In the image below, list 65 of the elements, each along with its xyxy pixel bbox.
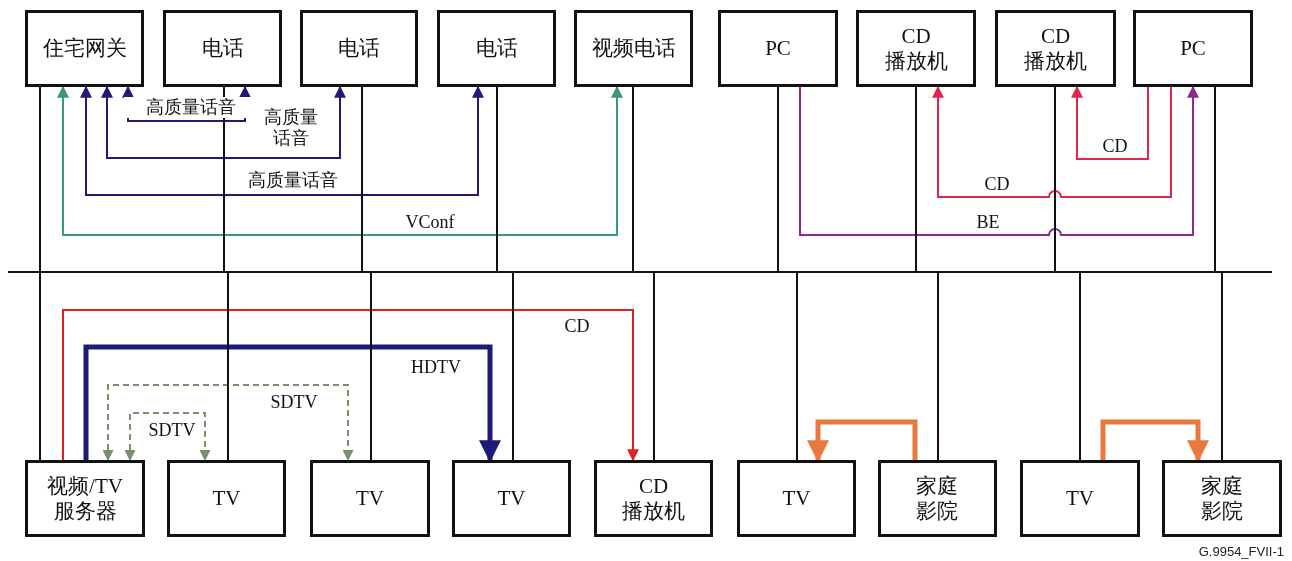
device-box bbox=[574, 10, 693, 87]
device-label: 视频电话 bbox=[591, 36, 676, 61]
device-label: TV bbox=[212, 486, 241, 511]
device-box bbox=[594, 460, 713, 537]
device-box bbox=[25, 10, 144, 87]
device-label: 视频/TV服务器 bbox=[46, 474, 124, 523]
device-box bbox=[856, 10, 976, 87]
device-label: 电话 bbox=[201, 36, 244, 61]
connector-line bbox=[223, 86, 225, 273]
connector-line bbox=[1214, 86, 1216, 273]
arrow bbox=[62, 309, 639, 462]
connector-line bbox=[796, 271, 798, 461]
arrow bbox=[57, 85, 623, 236]
connector-line bbox=[1079, 271, 1081, 461]
connector-line bbox=[39, 271, 41, 461]
device-label: CD 播放机 bbox=[883, 24, 949, 73]
arrow bbox=[799, 85, 1199, 236]
device-label: CD 播放机 bbox=[1023, 24, 1088, 73]
device-label: TV bbox=[356, 486, 384, 511]
arrow bbox=[101, 85, 346, 159]
device-label: 住宅网关 bbox=[42, 36, 127, 61]
device-box bbox=[163, 10, 282, 87]
device-label: 家庭影院 bbox=[915, 474, 960, 523]
device-box bbox=[1133, 10, 1253, 87]
device-box bbox=[25, 460, 145, 537]
device-box bbox=[167, 460, 286, 537]
arrow bbox=[1071, 85, 1149, 160]
connector-line bbox=[512, 271, 514, 461]
device-label: 电话 bbox=[475, 36, 518, 61]
device-box bbox=[878, 460, 997, 537]
arrow bbox=[932, 85, 1172, 198]
connector-line bbox=[915, 86, 917, 273]
device-box bbox=[1162, 460, 1282, 537]
device-label: TV bbox=[782, 486, 811, 511]
device-box bbox=[300, 10, 418, 87]
connector-line bbox=[777, 86, 779, 273]
device-label: PC bbox=[765, 36, 791, 61]
device-box bbox=[310, 460, 430, 537]
device-box bbox=[452, 460, 571, 537]
device-label: 电话 bbox=[338, 36, 380, 61]
device-label: PC bbox=[1180, 36, 1206, 61]
connector-line bbox=[632, 86, 634, 273]
device-box bbox=[1020, 460, 1140, 537]
connector-line bbox=[227, 271, 229, 461]
arrow bbox=[124, 412, 211, 462]
connector-line bbox=[1221, 271, 1223, 461]
connector-line bbox=[370, 271, 372, 461]
device-box bbox=[995, 10, 1116, 87]
device-label: TV bbox=[1066, 486, 1094, 511]
arrow bbox=[102, 384, 354, 462]
bus-line bbox=[8, 271, 1272, 273]
connector-line bbox=[361, 86, 363, 273]
connector-line bbox=[653, 271, 655, 461]
device-box bbox=[737, 460, 856, 537]
connector-line bbox=[1054, 86, 1056, 273]
device-box bbox=[437, 10, 556, 87]
figure-id: G.9954_FVII-1 bbox=[1198, 544, 1284, 559]
device-label: 家庭影院 bbox=[1200, 474, 1244, 523]
device-label: TV bbox=[497, 486, 526, 511]
connector-line bbox=[937, 271, 939, 461]
device-box bbox=[718, 10, 838, 87]
device-label: CD 播放机 bbox=[621, 474, 686, 523]
connector-line bbox=[39, 86, 41, 273]
connector-line bbox=[496, 86, 498, 273]
arrow bbox=[80, 85, 484, 196]
